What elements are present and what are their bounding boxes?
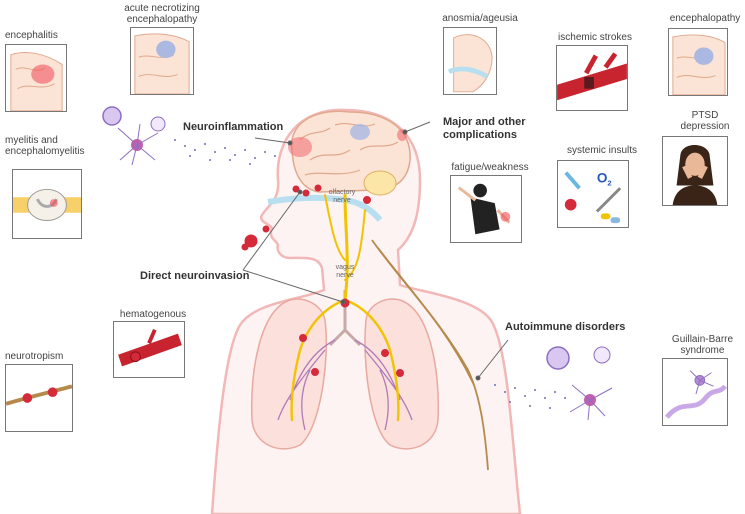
label-fatigue: fatigue/weakness [451, 162, 529, 173]
label-systemic: systemic insults [566, 145, 637, 156]
label-olfactory-line1: olfactory [328, 189, 356, 196]
particle-trail-right [494, 384, 566, 409]
label-anosmia: anosmia/ageusia [442, 13, 518, 24]
label-myelitis: myelitis and encephalomyelitis [5, 135, 85, 157]
brain [288, 110, 411, 196]
neurotropism-inset [5, 364, 73, 432]
leader-lines [242, 121, 509, 381]
encephalopathy-inset [668, 28, 728, 96]
fatigue-inset [450, 175, 522, 243]
label-vagus-line2: nerve [336, 272, 354, 279]
label-autoimmune: Autoimmune disorders [505, 321, 626, 333]
guillain-barre-inset [662, 358, 728, 426]
ischemic-stroke-inset [556, 45, 628, 111]
o2-symbol: O2 [597, 170, 612, 187]
label-acute-necrotizing-line1: acute necrotizing [124, 3, 200, 14]
label-acute-necrotizing-line2: encephalopathy [126, 14, 198, 25]
immune-cells-right [546, 346, 613, 421]
nerves [290, 193, 400, 422]
label-myelitis-line1: myelitis and [5, 135, 58, 146]
label-guillain-line2: syndrome [680, 345, 725, 356]
label-encephalitis: encephalitis [5, 30, 58, 41]
label-ptsd-line1: PTSD [691, 110, 719, 121]
label-guillain-barre: Guillain-Barre syndrome [660, 334, 745, 356]
label-myelitis-line2: encephalomyelitis [5, 146, 85, 157]
label-ptsd: PTSD depression [665, 110, 745, 132]
label-guillain-line1: Guillain-Barre [671, 334, 734, 345]
label-major-line1: Major and other [443, 116, 526, 128]
label-major-complications: Major and other complications [443, 116, 526, 142]
systemic-insults-inset: O2 [557, 160, 629, 228]
myelitis-inset [12, 169, 82, 239]
label-hematogenous: hematogenous [119, 309, 187, 320]
label-acute-necrotizing: acute necrotizing encephalopathy [112, 3, 212, 25]
label-olfactory-nerve: olfactory nerve [320, 189, 364, 205]
label-encephalopathy: encephalopathy [669, 13, 741, 24]
encephalitis-inset [5, 44, 67, 112]
o2-subscript: 2 [607, 178, 611, 187]
ptsd-depression-inset [662, 136, 728, 206]
label-olfactory-line2: nerve [333, 197, 351, 204]
label-ptsd-line2: depression [680, 121, 730, 132]
o2-text: O [597, 170, 608, 185]
label-neuroinflammation: Neuroinflammation [183, 121, 284, 133]
peripheral-nerves [371, 239, 489, 471]
label-major-line2: complications [443, 129, 517, 141]
label-direct-neuroinvasion: Direct neuroinvasion [140, 270, 250, 282]
anosmia-inset [443, 27, 497, 95]
label-vagus-nerve: vagus nerve [330, 264, 360, 280]
label-vagus-line1: vagus [335, 264, 355, 271]
acute-necrotizing-inset [130, 27, 194, 95]
label-ischemic: ischemic strokes [558, 32, 632, 43]
immune-cells-left [102, 106, 166, 166]
hematogenous-inset [113, 321, 185, 378]
particle-trail-left [174, 139, 276, 165]
label-neurotropism: neurotropism [5, 351, 64, 362]
